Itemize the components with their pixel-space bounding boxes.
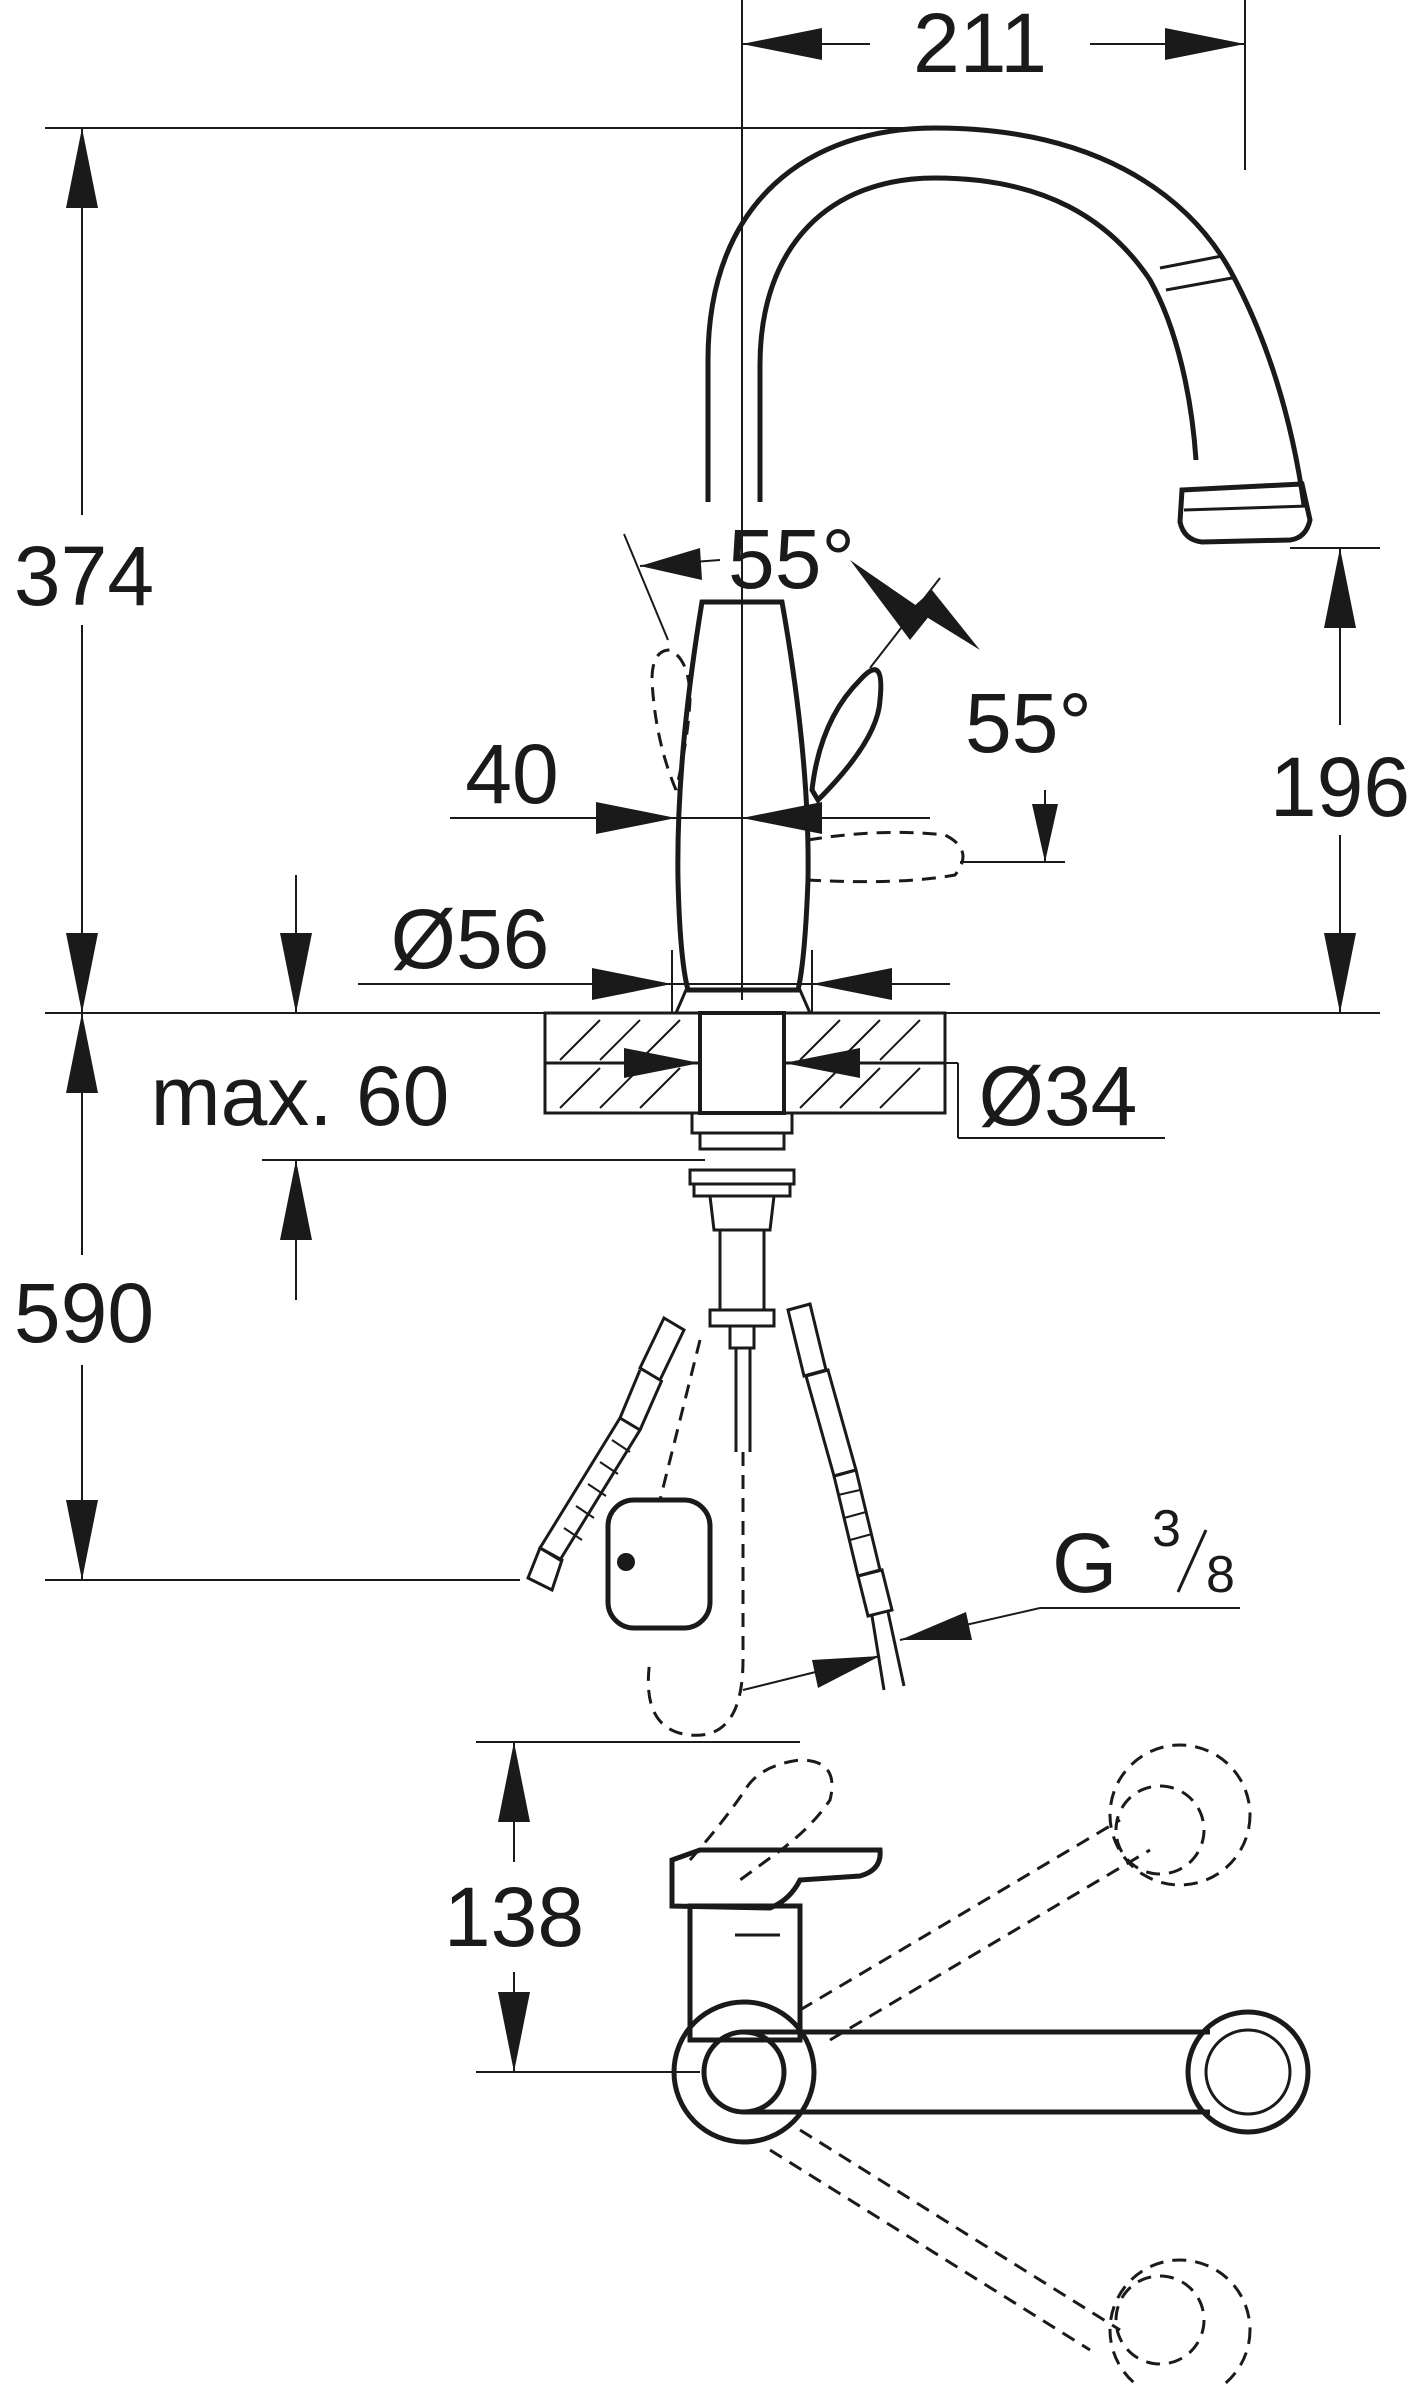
hose-weight [605,1339,713,1631]
plan-view [669,1743,1311,2384]
dim-spout-height: 196 [1255,547,1424,1013]
dim-label-thread-den: 8 [1206,1546,1235,1604]
faucet-spout [705,125,1313,545]
dim-label-196: 196 [1270,740,1410,834]
dim-label-590: 590 [14,1266,154,1360]
dim-label-thread-g: G [1052,1516,1117,1610]
dim-hole-diameter: Ø34 [945,1049,1165,1143]
dim-label-374: 374 [14,529,154,623]
dim-body-diameter: Ø56 [358,892,950,1013]
dim-connection-thread: G 3 8 [742,1500,1240,1691]
right-supply-hose [786,1302,906,1691]
dim-label-34: Ø34 [979,1049,1138,1143]
dim-label-angle-right: 55° [965,676,1092,770]
dim-label-angle-left: 55° [728,512,855,606]
dim-plan-height: 138 [425,1741,800,2073]
dim-lever-offset: 40 [450,727,930,834]
dim-spout-reach: 211 [741,0,1246,1000]
dim-label-211: 211 [913,0,1047,90]
under-counter-assembly [526,1168,906,1737]
dim-total-height: 374 [0,127,1380,1014]
countertop-section [543,1011,947,1151]
dim-lever-angles: 55° 55° [623,512,1092,863]
left-supply-hose [526,1315,686,1593]
dim-label-thread-num: 3 [1152,1500,1181,1558]
dim-label-40: 40 [465,727,558,821]
dim-label-max60: max. 60 [151,1049,450,1143]
dim-label-138: 138 [444,1870,584,1964]
dim-hose-length: 590 [0,1013,520,1581]
dim-label-56: Ø56 [391,892,550,986]
dim-max-deck: max. 60 [151,875,705,1300]
